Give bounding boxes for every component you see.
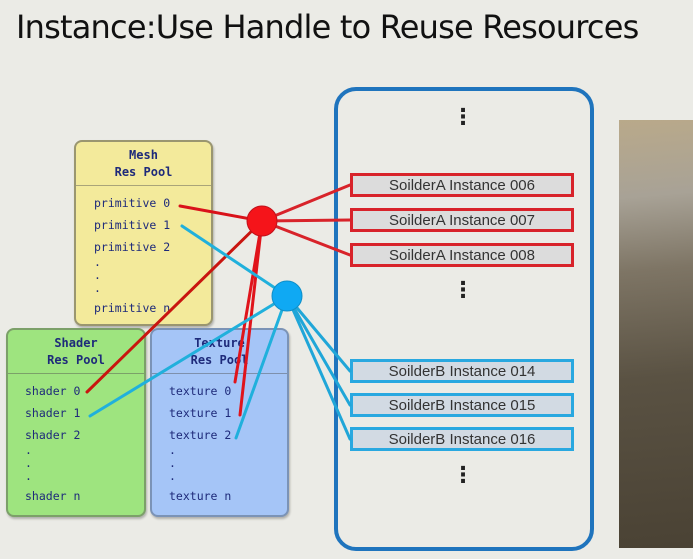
mesh-ellipsis-dot: . [94,268,101,282]
handle-a-node [246,205,278,237]
game-screenshot-image [619,120,693,548]
texture-ellipsis-dot: . [169,443,176,457]
link-b-texture2 [234,294,289,440]
shader-res-pool: Shader Res Pool shader 0 shader 1 shader… [6,328,146,517]
shader-ellipsis-dot: . [25,456,32,470]
shader-pool-header: Shader Res Pool [8,330,144,374]
texture-item: texture n [169,489,232,503]
link-b-inst014 [285,294,352,373]
shader-ellipsis-dot: . [25,469,32,483]
mesh-item: primitive 0 [94,196,171,210]
mesh-pool-subtitle: Res Pool [114,165,173,179]
texture-item: texture 1 [169,406,232,420]
link-a-inst008 [260,219,352,257]
texture-ellipsis-dot: . [169,456,176,470]
shader-pool-title: Shader [54,336,98,350]
mesh-pool-title: Mesh [129,148,158,162]
shader-item: shader 0 [25,384,81,398]
texture-pool-subtitle: Res Pool [190,353,249,367]
texture-item: texture 2 [169,428,232,442]
slide-title: Instance:Use Handle to Reuse Resources [16,8,639,46]
soldier-b-instance-015: SoilderB Instance 015 [350,393,574,417]
link-b-inst015 [285,294,352,407]
mesh-pool-header: Mesh Res Pool [76,142,211,186]
instance-list-container [334,87,594,551]
texture-ellipsis-dot: . [169,469,176,483]
soldier-a-instance-008: SoilderA Instance 008 [350,243,574,267]
shader-pool-subtitle: Res Pool [47,353,105,367]
soldier-a-instance-006: SoilderA Instance 006 [350,173,574,197]
link-a-shader0 [85,219,264,394]
soldier-b-instance-016: SoilderB Instance 016 [350,427,574,451]
link-a-inst006 [260,183,352,223]
texture-res-pool: Texture Res Pool texture 0 texture 1 tex… [150,328,289,517]
mesh-ellipsis-dot: . [94,255,101,269]
texture-item: texture 0 [169,384,232,398]
link-b-inst016 [285,294,352,441]
shader-item: shader n [25,489,81,503]
handle-b-node [271,280,303,312]
soldier-b-instance-014: SoilderB Instance 014 [350,359,574,383]
mesh-item: primitive 1 [94,218,171,232]
shader-item: shader 1 [25,406,81,420]
mesh-item: primitive 2 [94,240,171,254]
mesh-ellipsis-dot: . [94,281,101,295]
soldier-a-instance-007: SoilderA Instance 007 [350,208,574,232]
shader-ellipsis-dot: . [25,443,32,457]
mesh-item: primitive n [94,301,171,315]
link-b-shader1 [88,294,289,418]
shader-item: shader 2 [25,428,81,442]
link-b-primitive1 [180,224,289,298]
